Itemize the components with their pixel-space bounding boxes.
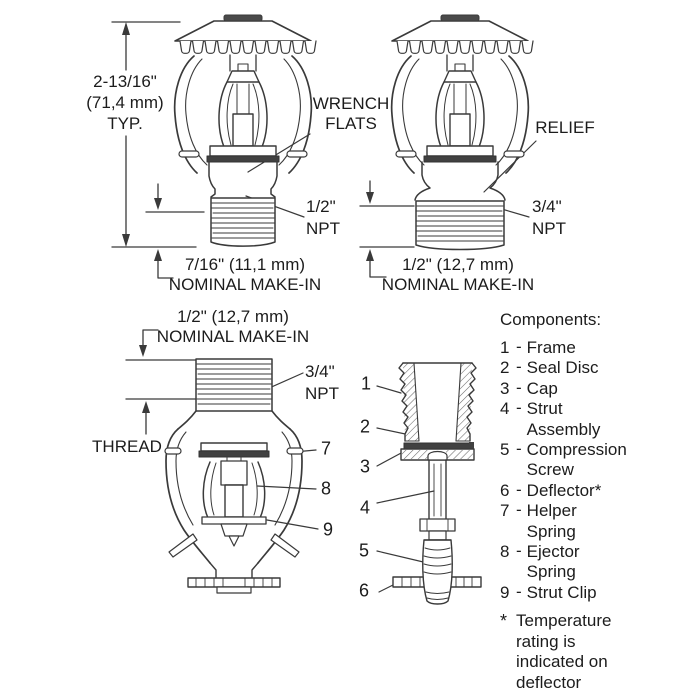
component-item-cap: 3-Cap: [500, 377, 558, 398]
callout-8-ejector-spring: 8: [320, 478, 332, 499]
temperature-footnote: * Temperature rating is indicated on def…: [500, 611, 612, 692]
make-in-left-label: 7/16" (11,1 mm) NOMINAL MAKE-IN: [168, 255, 322, 294]
callout-1-frame: 1: [360, 373, 372, 394]
make-in-right-label: 1/2" (12,7 mm) NOMINAL MAKE-IN: [381, 255, 535, 294]
callout-7-helper-spring: 7: [320, 438, 332, 459]
pendent-sprinkler-drawing: [164, 358, 304, 594]
callout-6-deflector: 6: [358, 580, 370, 601]
upright-sprinkler-right-drawing: [390, 14, 534, 251]
thread-label: THREAD: [92, 437, 162, 456]
upright-sprinkler-left-drawing: [173, 14, 317, 247]
components-legend: Components: 1-Frame 2-Seal Disc 3-Cap 4-…: [500, 310, 685, 693]
callout-3-cap: 3: [359, 456, 371, 477]
component-item-strut-assembly: 4-Strut Assembly: [500, 398, 601, 439]
npt-right-label: 3/4" NPT: [532, 197, 566, 238]
component-item-compression-screw: 5-Compression Screw: [500, 439, 627, 480]
callout4-leader: [376, 490, 435, 504]
callout9-leader: [266, 519, 319, 530]
footnote-asterisk: *: [500, 611, 508, 632]
callout1-leader: [376, 385, 402, 394]
cross-section-drawing: [392, 362, 482, 605]
relief-label: RELIEF: [535, 118, 595, 137]
callout3-leader: [376, 451, 404, 467]
components-heading: Components:: [500, 310, 602, 329]
callout-5-compression-screw: 5: [358, 540, 370, 561]
npt-left-label: 1/2" NPT: [306, 197, 340, 238]
wrench-flats-label: WRENCH FLATS: [312, 94, 390, 133]
make-in-pendent-label: 1/2" (12,7 mm) NOMINAL MAKE-IN: [156, 307, 310, 346]
component-item-frame: 1-Frame: [500, 337, 576, 357]
height-dimension-label: 2-13/16" (71,4 mm) TYP.: [86, 72, 164, 133]
component-item-ejector-spring: 8-Ejector Spring: [500, 541, 580, 582]
component-item-strut-clip: 9-Strut Clip: [500, 581, 597, 602]
relief-leader: [483, 140, 537, 193]
component-item-helper-spring: 7-Helper Spring: [500, 500, 577, 541]
callout8-leader: [256, 485, 317, 490]
callout-2-seal-disc: 2: [359, 416, 371, 437]
wrench-flats-leader: [247, 133, 311, 173]
dimension-lines: [111, 21, 415, 435]
component-item-seal-disc: 2-Seal Disc: [500, 357, 599, 378]
callout-4-strut-assembly: 4: [359, 497, 371, 518]
component-item-deflector: 6-Deflector*: [500, 479, 602, 500]
npt-pendent-label: 3/4" NPT: [305, 362, 339, 403]
callout-9-strut-clip: 9: [322, 519, 334, 540]
